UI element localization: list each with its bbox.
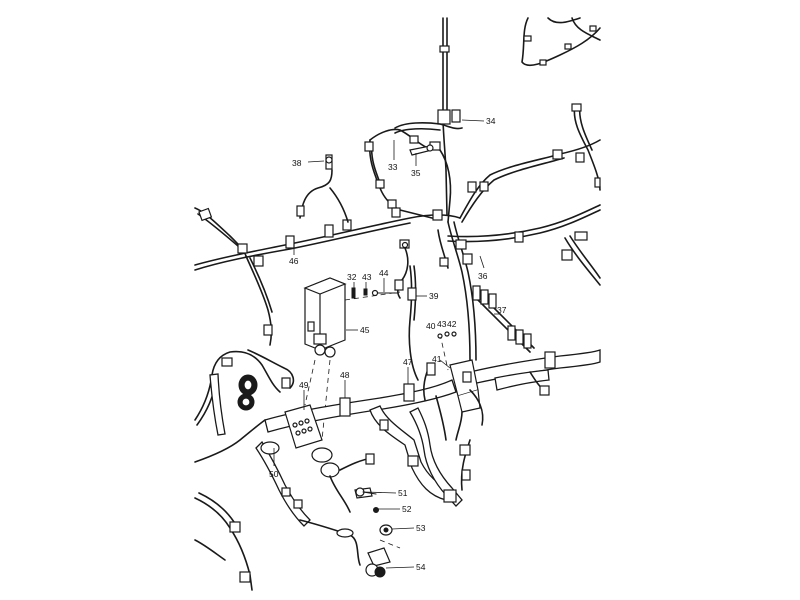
harness-46: [194, 154, 461, 346]
callout-labels: 34 33 35 38 36 37 39 32 43 44 45 46 40 4…: [269, 116, 507, 572]
callout-42: 42: [447, 319, 457, 329]
callout-34: 34: [486, 116, 496, 126]
ecu-module-45: [303, 277, 401, 441]
callout-37: 37: [497, 305, 507, 315]
callout-48: 48: [340, 370, 350, 380]
harness-top-right: [521, 17, 601, 67]
harness-left: [194, 349, 311, 591]
callout-40: 40: [426, 321, 436, 331]
callout-43-mid: 43: [437, 319, 447, 329]
leader-lines: [273, 119, 500, 569]
module-41: [437, 331, 484, 441]
callout-32: 32: [347, 272, 357, 282]
callout-36: 36: [478, 271, 488, 281]
harness-loop-33: [364, 128, 452, 223]
harness-lower-right: [469, 349, 601, 396]
module-49: [284, 404, 375, 513]
callout-43-top: 43: [362, 272, 372, 282]
callout-33: 33: [388, 162, 398, 172]
callout-38: 38: [292, 158, 302, 168]
callout-45: 45: [360, 325, 370, 335]
sensor-branch-39: [394, 239, 419, 381]
callout-47: 47: [403, 357, 413, 367]
connector-bank-37: [472, 285, 535, 353]
callout-50: 50: [269, 469, 279, 479]
callout-49: 49: [299, 380, 309, 390]
callout-54: 54: [416, 562, 426, 572]
callout-44: 44: [379, 268, 389, 278]
callout-39: 39: [429, 291, 439, 301]
harness-trunk-36: [432, 181, 477, 361]
callout-52: 52: [402, 504, 412, 514]
fastener-stack-51-54: [299, 487, 401, 578]
callout-51: 51: [398, 488, 408, 498]
callout-53: 53: [416, 523, 426, 533]
callout-35: 35: [411, 168, 421, 178]
vertical-harness-34: [394, 17, 463, 216]
callout-41: 41: [432, 354, 442, 364]
callout-46: 46: [289, 256, 299, 266]
harness-right: [447, 103, 601, 286]
